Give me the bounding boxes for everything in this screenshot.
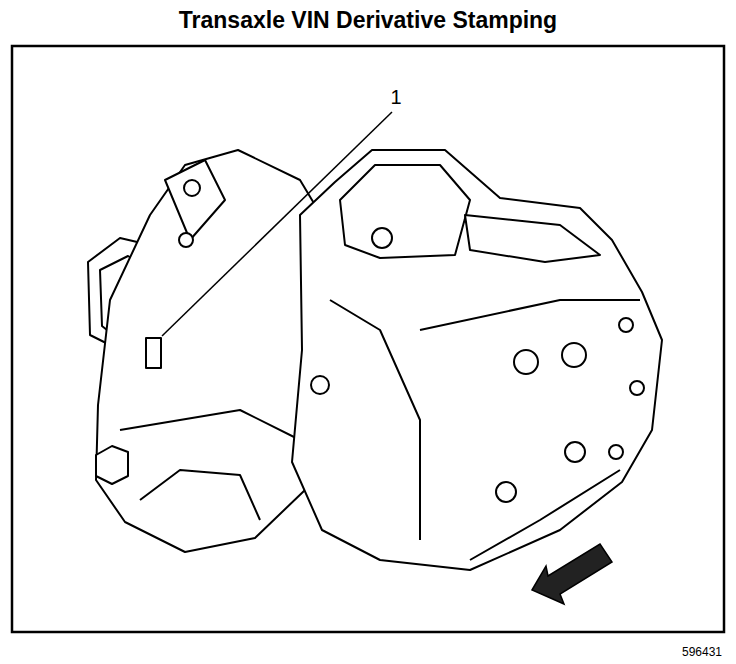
- vin-stamp-pad: [146, 338, 161, 368]
- mount-bracket: [340, 165, 470, 258]
- cover-bolt: [609, 445, 623, 459]
- cover-bolt: [619, 318, 633, 332]
- leader-line: [162, 112, 392, 336]
- callout-number: 1: [390, 86, 401, 108]
- transaxle-case: [88, 150, 662, 570]
- case-port: [562, 343, 586, 367]
- case-port: [565, 442, 585, 462]
- case-edge: [140, 470, 260, 520]
- case-half-left: [96, 150, 330, 552]
- mount-hole: [179, 233, 193, 247]
- case-edge: [330, 300, 420, 540]
- case-port: [496, 482, 516, 502]
- case-edge: [420, 300, 640, 330]
- cover-bolt: [630, 381, 644, 395]
- case-bolt: [311, 376, 329, 394]
- figure-number: 596431: [682, 646, 722, 659]
- mount-hole: [184, 180, 200, 196]
- figure-frame: [12, 46, 724, 632]
- valve-cover-ribs: [465, 215, 600, 262]
- mount-boss: [165, 160, 225, 240]
- case-port: [514, 350, 538, 374]
- figure-title: Transaxle VIN Derivative Stamping: [179, 8, 557, 33]
- bolt-head: [372, 228, 392, 248]
- drain-plug: [96, 446, 128, 484]
- case-half-right: [292, 150, 662, 570]
- case-edge: [120, 410, 300, 440]
- view-direction-arrow: [532, 544, 612, 604]
